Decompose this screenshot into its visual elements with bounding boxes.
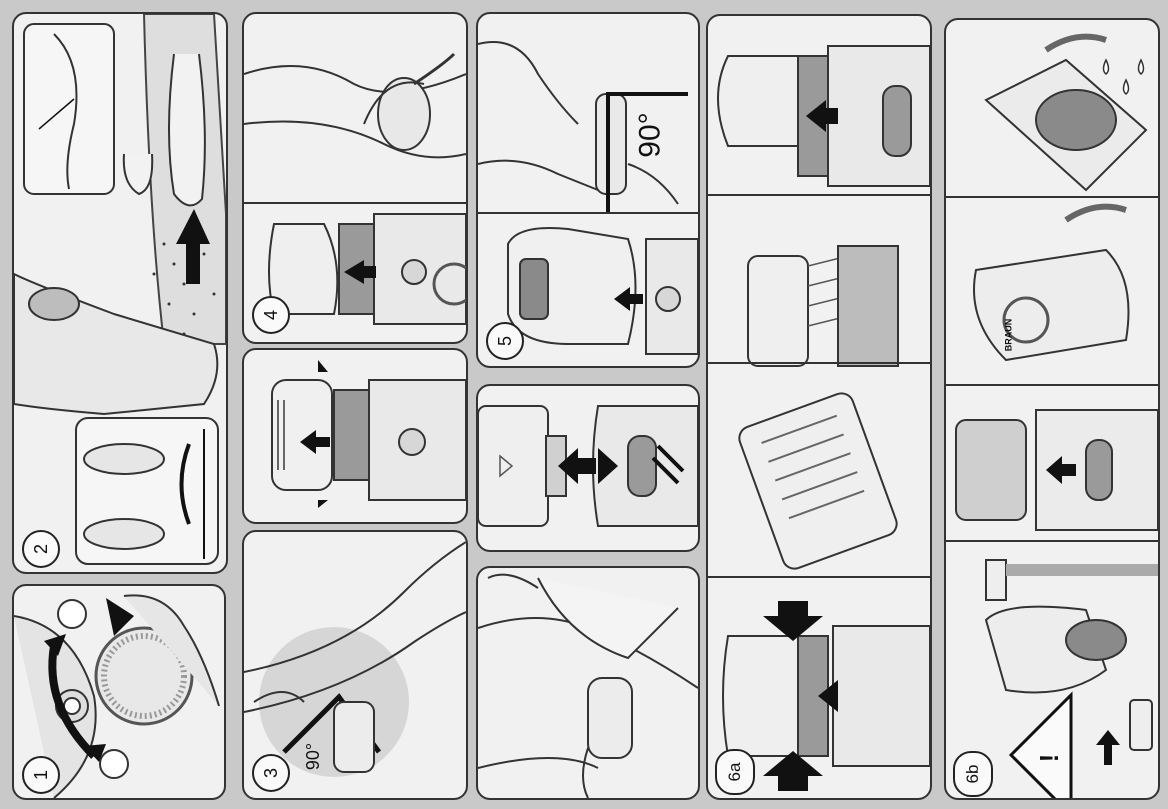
head-release-panel [476,384,700,552]
remove-cap-illustration [244,350,466,522]
head-release-illustration [478,386,698,550]
step-6a-number: 6a [715,749,755,795]
brand-logo: BRAUN [1003,319,1013,352]
remove-cap-panel [242,348,468,524]
warning-icon: ! [1034,754,1064,763]
step-6a-panel: 6a [706,14,932,800]
attach-cap-illustration [244,14,466,342]
step-6b-panel: ! BRAUN 6b [944,18,1160,800]
insert-cap-illustration [478,14,698,366]
step-1-panel: 1 [12,584,226,800]
step-3-number: 3 [252,754,290,792]
step-4-number: 4 [252,296,290,334]
epilating-leg-illustration [14,14,226,572]
step-3-panel: 90° 3 [242,530,468,800]
step-1-number: 1 [22,756,60,794]
step-5-panel: 90° 5 [476,12,700,368]
step-4-panel: 4 [242,12,468,344]
step-2-panel: 2 [12,12,228,574]
rinsing-illustration: ! [946,20,1158,798]
step-6b-number: 6b [953,751,993,797]
step-3-angle-label: 90° [303,743,324,770]
step-5-number: 5 [486,322,524,360]
leg-use-illustration [478,568,698,798]
cleaning-brush-illustration [708,16,930,798]
step-2-number: 2 [22,530,60,568]
leg-use-panel [476,566,700,800]
